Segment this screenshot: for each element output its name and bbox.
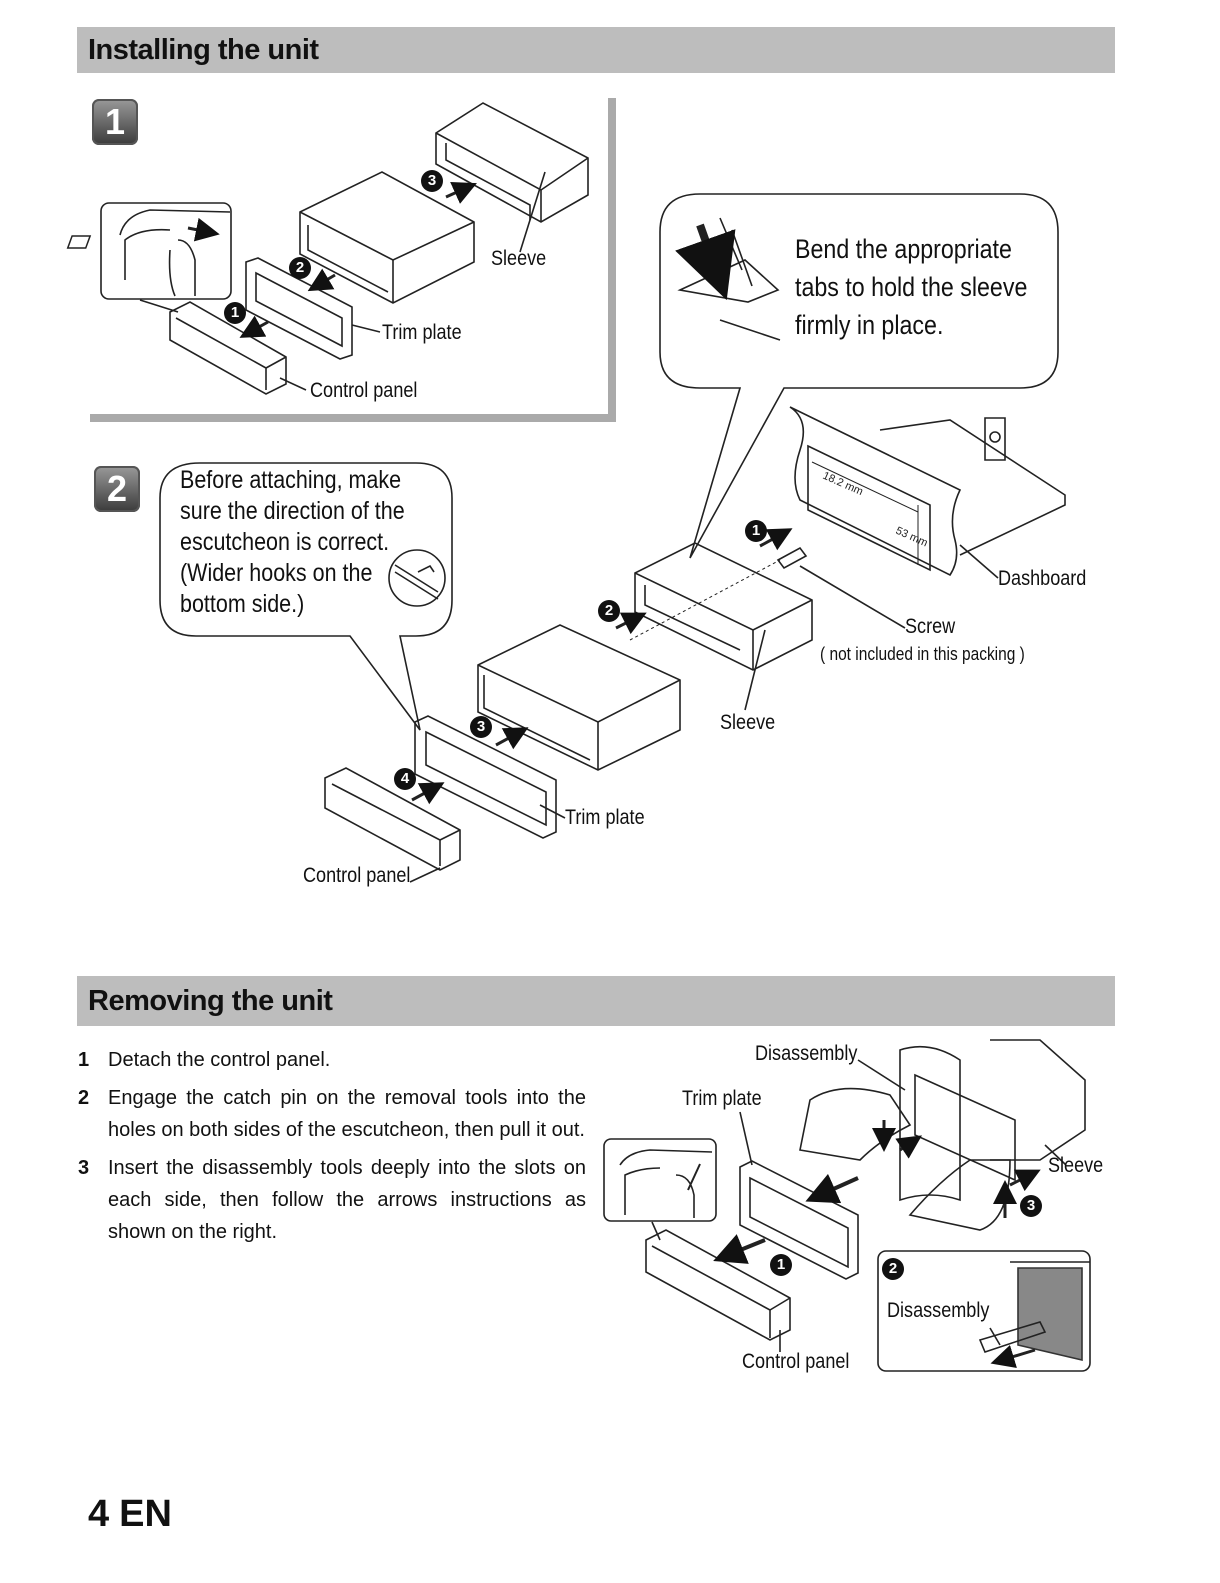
- trim-plate-label-1: Trim plate: [382, 321, 462, 344]
- install-title: Installing the unit: [88, 34, 319, 66]
- language-code: EN: [119, 1493, 172, 1535]
- step-number: 1: [78, 1049, 90, 1071]
- marker-3-step1: 3: [421, 170, 443, 192]
- screw-label: Screw: [905, 615, 956, 638]
- bend-tabs-callout: [659, 193, 1059, 559]
- bend-note-line: Bend the appropriate: [795, 234, 1012, 264]
- control-panel-label-remove: Control panel: [742, 1350, 850, 1373]
- install-section-header: Installing the unit: [77, 27, 1115, 73]
- marker-3-step2: 3: [470, 716, 492, 738]
- attach-note-line: Before attaching, make: [180, 466, 402, 494]
- marker-2-remove: 2: [882, 1258, 904, 1280]
- step-text: Engage the catch pin on the removal tool…: [108, 1087, 586, 1141]
- removal-step: 3 Insert the disassembly tools deeply in…: [78, 1152, 586, 1248]
- disassembly-label-inset: Disassembly: [887, 1299, 990, 1322]
- removal-steps: 1 Detach the control panel. 2 Engage the…: [78, 1044, 586, 1254]
- control-panel-drawing-2: [324, 767, 461, 871]
- sleeve-drawing-2: [634, 542, 813, 671]
- marker-2-step2: 2: [598, 600, 620, 622]
- step-text: Insert the disassembly tools deeply into…: [108, 1157, 586, 1243]
- removal-step: 1 Detach the control panel.: [78, 1044, 586, 1076]
- attach-note: Before attaching, make sure the directio…: [180, 465, 405, 620]
- attach-note-line: sure the direction of the: [180, 497, 405, 525]
- remove-section-header: Removing the unit: [77, 976, 1115, 1026]
- remove-title: Removing the unit: [88, 985, 333, 1017]
- control-panel-label-1: Control panel: [310, 379, 418, 402]
- removal-step: 2 Engage the catch pin on the removal to…: [78, 1082, 586, 1146]
- marker-1-step1: 1: [224, 302, 246, 324]
- marker-2-step1: 2: [289, 257, 311, 279]
- attach-note-line: escutcheon is correct.: [180, 528, 390, 556]
- removal-drawing: [603, 1039, 1091, 1372]
- unit-drawing-2: [477, 624, 681, 771]
- control-panel-label-2: Control panel: [303, 864, 411, 887]
- bend-note: Bend the appropriate tabs to hold the sl…: [795, 230, 1027, 344]
- trim-plate-drawing-1: [245, 257, 353, 360]
- page-number: 4: [88, 1493, 110, 1535]
- attach-note-line: bottom side.): [180, 590, 305, 618]
- attach-direction-callout: [159, 462, 453, 731]
- bend-note-line: tabs to hold the sleeve: [795, 272, 1028, 302]
- sleeve-label-1: Sleeve: [491, 247, 547, 270]
- dim-width-text: 18.2 mm: [821, 470, 865, 498]
- attach-note-line: (Wider hooks on the: [180, 559, 373, 587]
- step-text: Detach the control panel.: [108, 1049, 331, 1071]
- step-2-badge: 2: [94, 466, 140, 512]
- screw-drawing: [776, 546, 808, 570]
- control-panel-drawing-1: [169, 301, 287, 395]
- step-number: 2: [78, 1087, 90, 1109]
- disassembly-label-top: Disassembly: [755, 1042, 858, 1065]
- dashboard-label: Dashboard: [998, 567, 1087, 590]
- marker-1-remove: 1: [770, 1254, 792, 1276]
- sleeve-drawing-1: [435, 102, 589, 223]
- sleeve-label-remove: Sleeve: [1048, 1154, 1104, 1177]
- step-number: 3: [78, 1157, 90, 1179]
- trim-plate-label-remove: Trim plate: [682, 1087, 762, 1110]
- trim-plate-label-2: Trim plate: [565, 806, 645, 829]
- screw-note: ( not included in this packing ): [820, 644, 1025, 664]
- step-1-badge: 1: [92, 99, 138, 145]
- marker-3-remove: 3: [1020, 1195, 1042, 1217]
- unit-drawing-1: [299, 171, 475, 304]
- dashboard-drawing: [789, 406, 1066, 577]
- marker-1-step2: 1: [745, 520, 767, 542]
- marker-4-step2: 4: [394, 768, 416, 790]
- dim-height-text: 53 mm: [894, 525, 930, 550]
- bend-note-line: firmly in place.: [795, 310, 944, 340]
- sleeve-label-2: Sleeve: [720, 711, 776, 734]
